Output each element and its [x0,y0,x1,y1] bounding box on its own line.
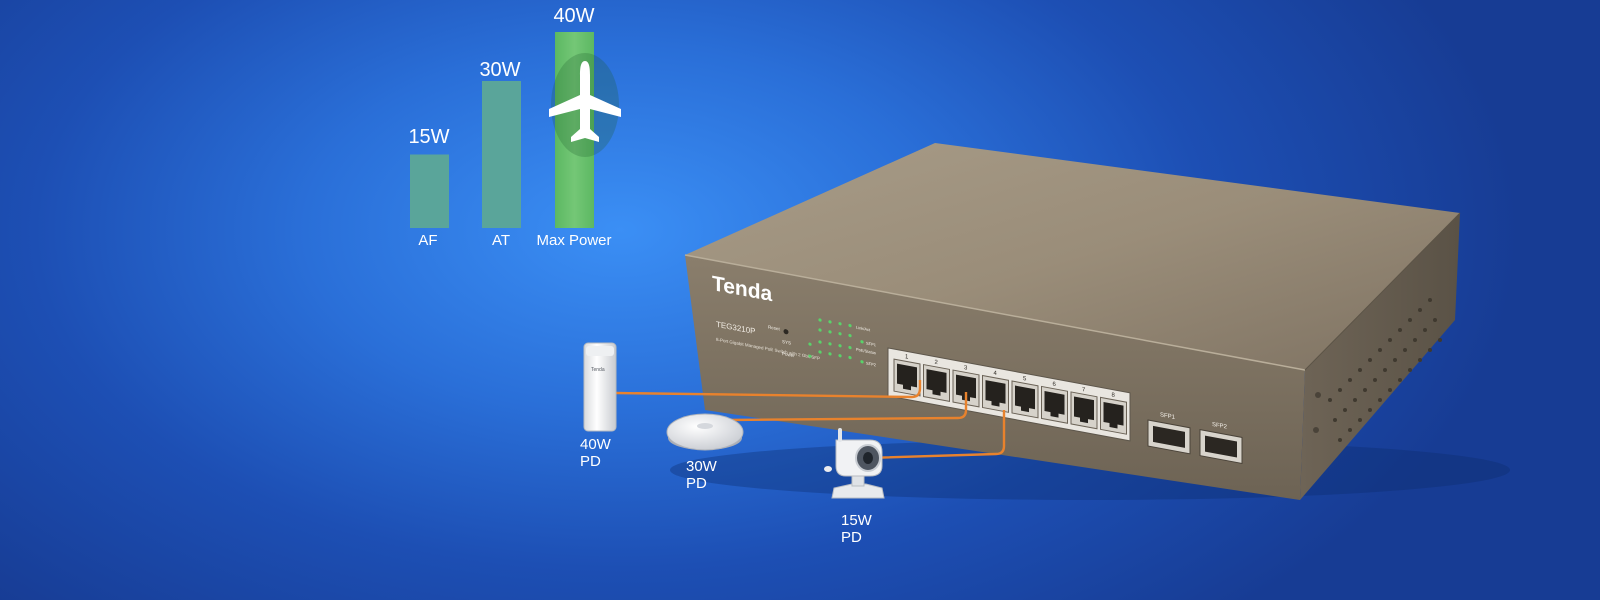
rj45-socket [1074,396,1094,424]
ceiling-ap-power: 30W [686,458,717,475]
port-number-5: 5 [1023,376,1027,383]
category-label-at: AT [491,232,511,249]
led-label-sfp2: SFP2 [866,361,877,368]
ceiling-ap [666,413,744,451]
bar-at [482,81,521,228]
led-label-poe: PoE/Status [856,347,876,356]
rj45-socket [956,374,976,402]
airplane-icon [549,53,621,157]
sfp-port-block: SFP1 SFP2 [1147,412,1243,465]
rj45-socket [1044,391,1065,418]
camera-label: 15W PD [841,512,872,546]
rj45-socket [1103,401,1124,429]
camera-type: PD [841,529,862,546]
cable-camera [867,410,1006,460]
port-number-6: 6 [1053,382,1057,389]
port-number-8: 8 [1112,392,1116,399]
value-label-at: 30W [479,59,521,81]
switch-side [1300,213,1460,500]
led-label-sys: SYS [782,339,791,346]
ip-camera [824,428,885,499]
screw-icon [1313,427,1319,433]
port-number-3: 3 [964,365,968,372]
sfp-label-1: SFP1 [1160,412,1176,421]
port-number-2: 2 [935,360,939,367]
switch-top [685,143,1460,370]
sfp-label-2: SFP2 [1212,422,1228,431]
ceiling-ap-type: PD [686,475,707,492]
port-number-1: 1 [905,354,909,361]
screw-icon [1315,392,1321,398]
rj45-socket [985,380,1006,407]
led-grid [808,318,864,364]
outdoor-ap-logo: Tenda [591,367,605,373]
led-label-reset: Reset [768,324,780,331]
bar-af [410,154,449,228]
outdoor-ap-label: 40W PD [580,436,611,470]
rj45-socket [897,363,917,391]
outdoor-ap-type: PD [580,453,601,470]
poe-switch: Tenda TEG3210P 8-Port Gigabit Managed Po… [684,143,1461,500]
side-vents [1328,298,1442,442]
led-label-sfp1: SFP1 [866,341,877,348]
rj45-socket [1015,385,1035,413]
category-label-max-power: Max Power [536,232,612,249]
rj45-port-block: 1 2 3 4 5 6 7 8 [887,347,1131,442]
outdoor-ap-power: 40W [580,436,611,453]
led-label-power: Power [782,351,795,358]
port-number-4: 4 [994,371,998,378]
reset-button[interactable] [783,329,789,335]
outdoor-ap: Tenda [583,342,617,432]
cable-outdoor-ap [615,380,922,399]
value-label-af: 15W [408,126,450,148]
poe-cables [615,380,1006,460]
cable-ceiling-ap [723,392,968,422]
camera-power: 15W [841,512,872,529]
port-number-7: 7 [1082,387,1086,394]
rj45-socket [926,369,947,396]
category-label-af: AF [418,232,438,249]
value-label-max-power: 40W [553,5,595,27]
ceiling-ap-label: 30W PD [686,458,717,492]
led-label-linkact: Link/Act [856,325,871,333]
